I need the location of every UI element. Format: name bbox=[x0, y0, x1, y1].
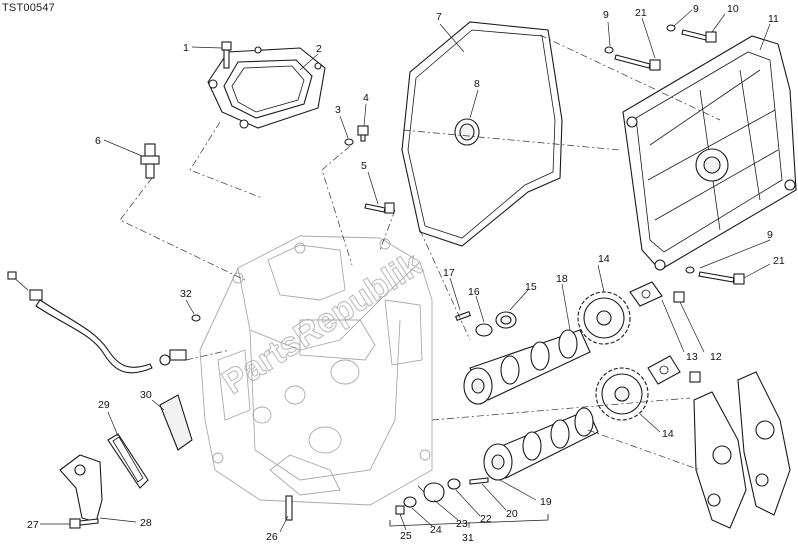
o-ring-16 bbox=[475, 323, 493, 337]
camshaft-lower bbox=[483, 407, 599, 481]
camshaft-upper bbox=[463, 329, 591, 405]
label-10: 10 bbox=[727, 3, 739, 15]
temperature-sensor bbox=[140, 143, 160, 179]
label-25: 25 bbox=[400, 530, 412, 542]
diagram-code: TST00547 bbox=[2, 2, 55, 14]
assembly-lines bbox=[119, 34, 721, 471]
valve-cover-gasket bbox=[401, 21, 563, 247]
bushing-15 bbox=[495, 311, 517, 329]
tensioner-plate-upper bbox=[629, 281, 663, 307]
label-13: 13 bbox=[686, 351, 698, 363]
label-29: 29 bbox=[98, 399, 110, 411]
label-9-top-left: 9 bbox=[603, 9, 609, 21]
bolt-20 bbox=[469, 477, 489, 485]
gear-bolt-upper bbox=[673, 291, 685, 303]
label-17: 17 bbox=[443, 267, 455, 279]
label-32: 32 bbox=[180, 288, 192, 300]
cam-gear-upper bbox=[577, 291, 631, 345]
gear-bolt-lower bbox=[689, 371, 701, 383]
washer-22 bbox=[447, 478, 461, 490]
label-22: 22 bbox=[480, 513, 492, 525]
pin-17 bbox=[455, 311, 471, 321]
label-2: 2 bbox=[316, 43, 322, 55]
label-12: 12 bbox=[710, 351, 722, 363]
label-24: 24 bbox=[430, 524, 442, 536]
label-9-lower: 9 bbox=[767, 229, 773, 241]
label-4: 4 bbox=[363, 92, 369, 104]
nut-25 bbox=[395, 505, 405, 515]
label-26: 26 bbox=[266, 531, 278, 543]
label-19: 19 bbox=[540, 496, 552, 508]
fitting-4 bbox=[357, 125, 369, 142]
bolt-5 bbox=[364, 202, 395, 214]
breather-hose bbox=[7, 271, 187, 374]
label-11: 11 bbox=[768, 13, 779, 25]
label-15: 15 bbox=[525, 281, 537, 293]
fitting-3 bbox=[344, 138, 354, 146]
chain-guide-pad bbox=[159, 394, 193, 451]
oval-gasket bbox=[107, 433, 149, 489]
label-30: 30 bbox=[140, 389, 152, 401]
label-3: 3 bbox=[335, 104, 341, 116]
label-31: 31 bbox=[462, 532, 474, 544]
label-16: 16 bbox=[468, 286, 480, 298]
bracket-28 bbox=[59, 454, 103, 523]
label-18: 18 bbox=[556, 273, 568, 285]
tensioner-plate-lower bbox=[647, 355, 681, 385]
label-1: 1 bbox=[183, 42, 189, 54]
cam-gear-lower bbox=[595, 367, 649, 421]
label-21-top: 21 bbox=[635, 7, 647, 19]
pulley-23 bbox=[417, 482, 445, 503]
label-7: 7 bbox=[436, 11, 442, 23]
label-6: 6 bbox=[95, 135, 101, 147]
label-21-lower: 21 bbox=[773, 255, 785, 267]
washer-24 bbox=[403, 496, 417, 508]
label-14-lower: 14 bbox=[662, 428, 674, 440]
leader-lines bbox=[40, 9, 771, 533]
spark-plug-seal bbox=[454, 118, 480, 146]
label-28: 28 bbox=[140, 517, 152, 529]
intake-flange bbox=[207, 46, 326, 129]
plug-32 bbox=[191, 314, 201, 322]
cylinder-head-outline bbox=[199, 235, 433, 506]
bearing-plate-left bbox=[693, 391, 747, 529]
callout-labels: 1 2 3 4 5 6 7 8 9 9 9 10 11 12 13 14 14 … bbox=[27, 3, 785, 544]
label-20: 20 bbox=[506, 508, 518, 520]
label-5: 5 bbox=[361, 160, 367, 172]
stud-26 bbox=[285, 495, 293, 521]
label-14-upper: 14 bbox=[598, 253, 610, 265]
bolt-27 bbox=[69, 518, 99, 529]
cover-bolt-left bbox=[604, 46, 661, 71]
label-9-top-right: 9 bbox=[693, 3, 699, 15]
label-8: 8 bbox=[474, 78, 480, 90]
bearing-plate-right bbox=[737, 371, 791, 516]
label-23: 23 bbox=[456, 518, 468, 530]
label-27: 27 bbox=[27, 519, 39, 531]
flange-bolt bbox=[221, 41, 232, 69]
cover-bolt-top bbox=[666, 24, 717, 43]
cover-bolt-lower bbox=[685, 266, 745, 285]
